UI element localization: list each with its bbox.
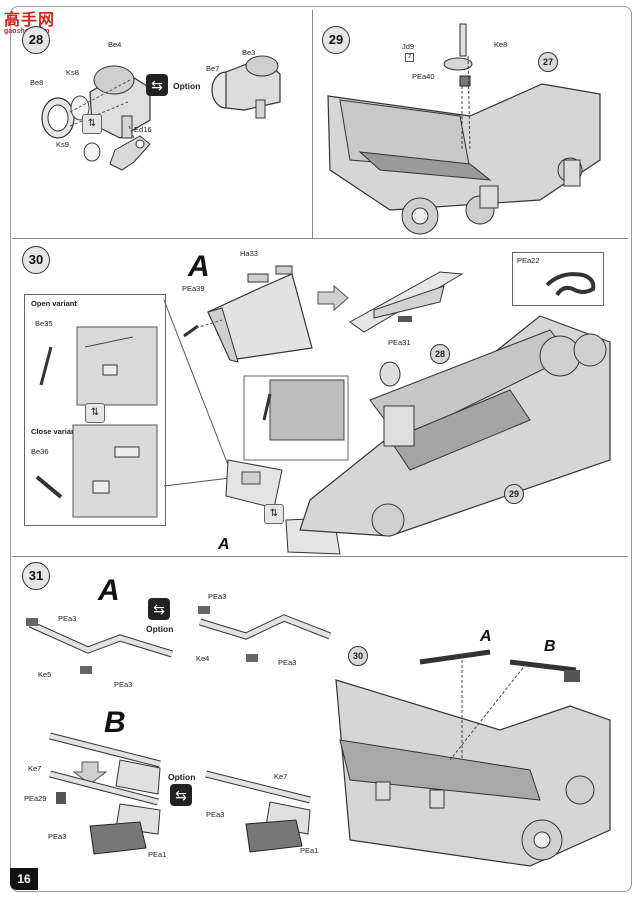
part-label-be8: Be8	[30, 78, 44, 87]
part-label-pea31: PEa31	[388, 338, 411, 347]
part-label-pea40: PEa40	[412, 72, 435, 81]
part-qty-jd9: 2	[404, 52, 414, 62]
step-31-hull-drawing	[335, 649, 611, 867]
part-label-pea1-b1: PEa1	[148, 850, 167, 859]
section-a-letter: A	[98, 574, 120, 607]
quantity-box: 2	[405, 52, 414, 62]
close-variant-drawing	[35, 424, 158, 518]
part-label-pea39: PEa39	[182, 284, 205, 293]
part-label-ke7-b2: Ke7	[274, 772, 288, 781]
part-label-jd9: Jd9	[402, 42, 415, 51]
step-31-badge: 31	[22, 562, 50, 590]
part-label-be3: Be3	[242, 48, 256, 57]
part-label-be7: Be7	[206, 64, 220, 73]
column-divider	[312, 10, 313, 238]
inset-pea22: PEa22	[512, 252, 604, 306]
step-30-badge: 30	[22, 246, 50, 274]
watermark-title: 高手网	[4, 12, 56, 29]
part-label-pea3-a4: PEa3	[278, 658, 297, 667]
variant-open-label: Open variant	[31, 299, 77, 308]
reference-30: 30	[348, 646, 368, 666]
direction-arrow-icon	[317, 284, 349, 312]
step-30-hull-drawing	[243, 315, 611, 537]
part-label-pea1-b2: PEa1	[300, 846, 319, 855]
part-label-ed16: Ed16	[134, 125, 152, 134]
part-label-pea3-b1: PEa3	[48, 832, 67, 841]
part-label-ke4: Ke4	[196, 654, 210, 663]
step-30-assembled-plate	[349, 271, 464, 333]
step-30-hatch-plates	[225, 459, 341, 555]
step-29-drawing	[327, 23, 601, 235]
variant-leader-lines	[163, 299, 231, 487]
part-label-pea22: PEa22	[517, 256, 540, 265]
diagram-label-b: B	[544, 638, 556, 655]
option-swap-icon-b: ⇆	[170, 784, 192, 806]
page-number: 16	[10, 868, 38, 890]
part-label-be35: Be35	[35, 319, 53, 328]
option-swap-icon: ⇆	[146, 74, 168, 96]
section-divider-top	[12, 238, 628, 239]
pea40-text: PEa40	[412, 72, 435, 81]
part-label-pea3-a1: PEa3	[58, 614, 77, 623]
variant-panel: Open variant Be35 ⇅ Close variant Be36	[24, 294, 166, 526]
step-30-plate-drawing	[183, 265, 313, 363]
option-swap-icon-a: ⇆	[148, 598, 170, 620]
part-label-be4: Be4	[108, 40, 122, 49]
step-28-badge: 28	[22, 26, 50, 54]
part-label-ks8: Ks8	[66, 68, 79, 77]
reference-29: 29	[504, 484, 524, 504]
part-label-ke5: Ke5	[38, 670, 52, 679]
pea22-part-icon	[545, 272, 596, 297]
open-variant-drawing	[39, 326, 158, 406]
step-28-drawing	[41, 55, 281, 171]
step-31-b-drawing	[49, 732, 311, 855]
section-letter-a: A	[188, 250, 210, 283]
reference-27: 27	[538, 52, 558, 72]
part-label-ke7-b1: Ke7	[28, 764, 42, 773]
part-label-pea3-a3: PEa3	[208, 592, 227, 601]
part-label-ha33: Ha33	[240, 249, 258, 258]
part-label-ks9: Ks9	[56, 140, 69, 149]
step-31-a-drawing	[26, 606, 332, 674]
variant-swap-icon: ⇅	[85, 403, 105, 423]
part-label-pea3-a2: PEa3	[114, 680, 133, 689]
part-label-pea3-b2: PEa3	[206, 810, 225, 819]
part-label-pea29: PEa29	[24, 794, 47, 803]
variant-close-label: Close variant	[31, 427, 79, 436]
callout-letter-a: A	[218, 536, 230, 553]
option-label-a: Option	[146, 624, 174, 634]
hatch-swap-icon: ⇅	[264, 504, 284, 524]
swap-arrows-icon: ⇅	[82, 114, 102, 134]
option-label: Option	[173, 81, 201, 91]
step-29-badge: 29	[322, 26, 350, 54]
page-frame	[10, 6, 632, 892]
part-label-ke8: Ke8	[494, 40, 508, 49]
option-label-b: Option	[168, 772, 196, 782]
section-divider-middle	[12, 556, 628, 557]
reference-28: 28	[430, 344, 450, 364]
section-b-letter: B	[104, 706, 126, 739]
part-label-be36: Be36	[31, 447, 49, 456]
diagram-label-a: A	[480, 628, 492, 645]
